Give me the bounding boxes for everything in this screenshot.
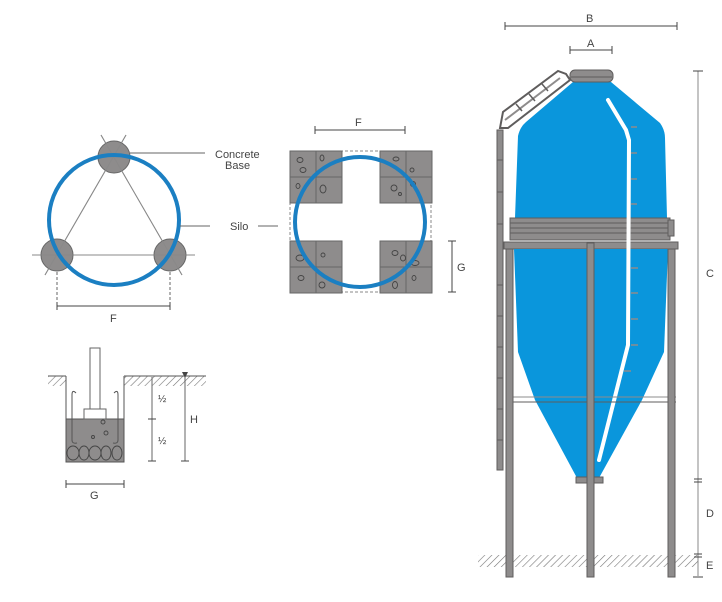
silo-lid bbox=[569, 69, 614, 83]
dim-D-label: D bbox=[706, 508, 714, 520]
leg-center bbox=[586, 242, 595, 578]
dim-E-label: E bbox=[706, 560, 713, 572]
half-depth-bottom-label: ½ bbox=[158, 436, 167, 447]
silo-elevation-view: B A bbox=[478, 13, 714, 578]
half-depth-top-label: ½ bbox=[158, 394, 167, 405]
dim-C-label: C bbox=[706, 268, 714, 280]
dim-G-label-footing: G bbox=[90, 490, 99, 502]
silo-upper-body bbox=[515, 82, 667, 218]
leg-post bbox=[89, 347, 101, 411]
four-leg-plan-view: F bbox=[289, 117, 466, 294]
silo-label: Silo bbox=[230, 221, 248, 233]
footing-concrete bbox=[65, 418, 125, 463]
dim-A-label: A bbox=[587, 38, 595, 50]
silo-ring bbox=[47, 153, 181, 287]
dim-F-label-tri: F bbox=[110, 313, 117, 325]
silo-ring-square bbox=[293, 155, 427, 289]
concrete-base-label-1: Concrete bbox=[215, 149, 260, 161]
base-plate bbox=[83, 408, 107, 420]
footing-section-view: ½ ½ H G bbox=[48, 347, 206, 502]
level-indicator-strip bbox=[597, 98, 632, 462]
dim-F-label-square: F bbox=[355, 117, 362, 129]
concrete-base-label-2: Base bbox=[225, 160, 250, 172]
silo-belt bbox=[509, 217, 671, 241]
leg-left bbox=[505, 248, 514, 578]
dim-H-label: H bbox=[190, 414, 198, 426]
three-leg-plan-view: Concrete Base Silo F bbox=[32, 134, 278, 325]
leg-right bbox=[667, 248, 676, 578]
dim-G-label-square: G bbox=[457, 262, 466, 274]
dim-B-label: B bbox=[586, 13, 593, 25]
side-ladder bbox=[496, 129, 504, 471]
